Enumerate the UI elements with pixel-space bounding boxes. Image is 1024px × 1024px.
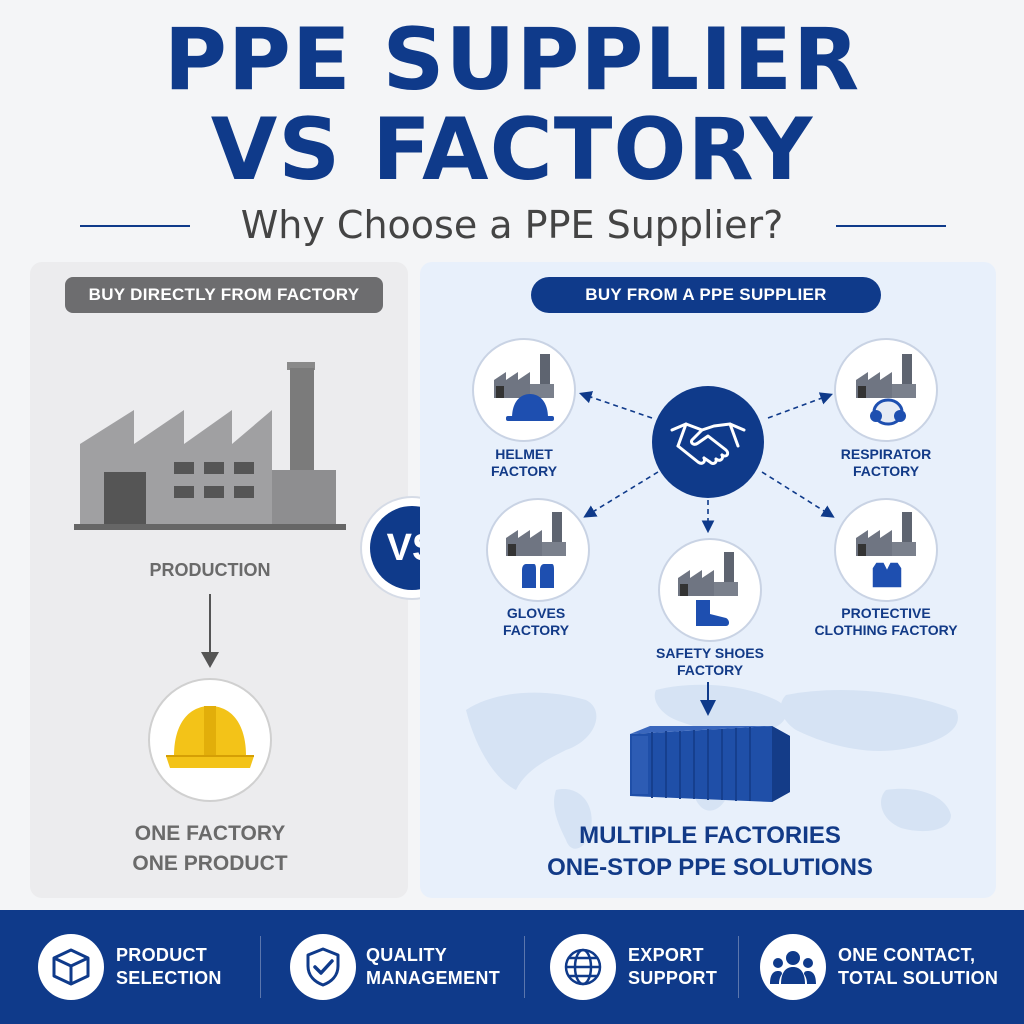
footer-divider-1	[260, 936, 261, 998]
footer-label-product-1: PRODUCT	[116, 945, 208, 965]
page-title-line1: PPE SUPPLIER	[163, 10, 861, 110]
footer-label-export-2: SUPPORT	[628, 968, 718, 988]
globe-icon	[564, 948, 602, 986]
gloves-factory-label-1: GLOVES	[506, 605, 566, 621]
respirator-icon	[870, 398, 906, 426]
footer-item-export-support: EXPORT SUPPORT	[526, 910, 736, 1024]
hard-hat-icon	[166, 706, 254, 768]
subtitle-divider-right	[836, 225, 946, 227]
down-arrow-icon	[201, 594, 219, 668]
footer-divider-3	[738, 936, 739, 998]
gloves-factory-label-2: FACTORY	[502, 622, 570, 638]
page-title-line2: VS FACTORY	[210, 100, 814, 200]
one-product-label: ONE PRODUCT	[132, 852, 288, 875]
footer-label-product-2: SELECTION	[116, 968, 222, 988]
production-label: PRODUCTION	[149, 560, 271, 580]
clothing-factory-icon	[856, 512, 916, 589]
footer-item-one-contact: ONE CONTACT, TOTAL SOLUTION	[740, 910, 1024, 1024]
footer-label-export-1: EXPORT	[628, 945, 704, 965]
footer-label-contact-2: TOTAL SOLUTION	[838, 968, 999, 988]
supplier-hub	[652, 386, 764, 498]
helmet-factory-label-2: FACTORY	[490, 463, 558, 479]
shoes-factory-icon	[678, 552, 738, 626]
people-icon	[770, 951, 816, 984]
subtitle-row: Why Choose a PPE Supplier?	[0, 200, 1024, 250]
gloves-factory-icon	[506, 512, 566, 588]
footer-label-quality-2: MANAGEMENT	[366, 968, 500, 988]
subtitle-divider-left	[80, 225, 190, 227]
helmet-factory-icon	[494, 354, 554, 421]
footer-divider-2	[524, 936, 525, 998]
handshake-icon	[670, 422, 746, 465]
footer-item-quality-management: QUALITY MANAGEMENT	[262, 910, 524, 1024]
multiple-factories-label: MULTIPLE FACTORIES	[579, 822, 841, 849]
respirator-factory-label-1: RESPIRATOR	[840, 446, 932, 462]
footer-bar: PRODUCT SELECTION QUALITY MANAGEMENT EXP…	[0, 910, 1024, 1024]
gloves-icon	[522, 564, 554, 588]
hub-connections	[578, 391, 835, 716]
shield-check-icon	[306, 947, 340, 987]
respirator-factory-icon	[856, 354, 916, 426]
clothing-factory-label-2: CLOTHING FACTORY	[814, 622, 958, 638]
helmet-factory-label-1: HELMET	[495, 446, 553, 462]
shoes-factory-label-2: FACTORY	[676, 662, 744, 678]
shipping-container-icon	[630, 726, 790, 802]
one-factory-label: ONE FACTORY	[134, 822, 286, 845]
box-icon	[52, 948, 90, 986]
footer-label-contact-1: ONE CONTACT,	[838, 945, 976, 965]
subtitle: Why Choose a PPE Supplier?	[240, 203, 784, 247]
helmet-icon	[512, 394, 548, 418]
one-stop-label: ONE-STOP PPE SOLUTIONS	[547, 854, 873, 881]
supplier-panel-heading: BUY FROM A PPE SUPPLIER	[531, 277, 881, 313]
shoes-factory-label-1: SAFETY SHOES	[656, 645, 764, 661]
boot-icon	[696, 600, 729, 626]
footer-item-product-selection: PRODUCT SELECTION	[0, 910, 258, 1024]
footer-label-quality-1: QUALITY	[366, 945, 448, 965]
factory-icon	[74, 362, 346, 530]
factory-panel-heading: BUY DIRECTLY FROM FACTORY	[65, 277, 383, 313]
respirator-factory-label-2: FACTORY	[852, 463, 920, 479]
vest-icon	[871, 561, 903, 589]
shield-icon-circle	[290, 934, 356, 1000]
clothing-factory-label-1: PROTECTIVE	[841, 605, 931, 621]
